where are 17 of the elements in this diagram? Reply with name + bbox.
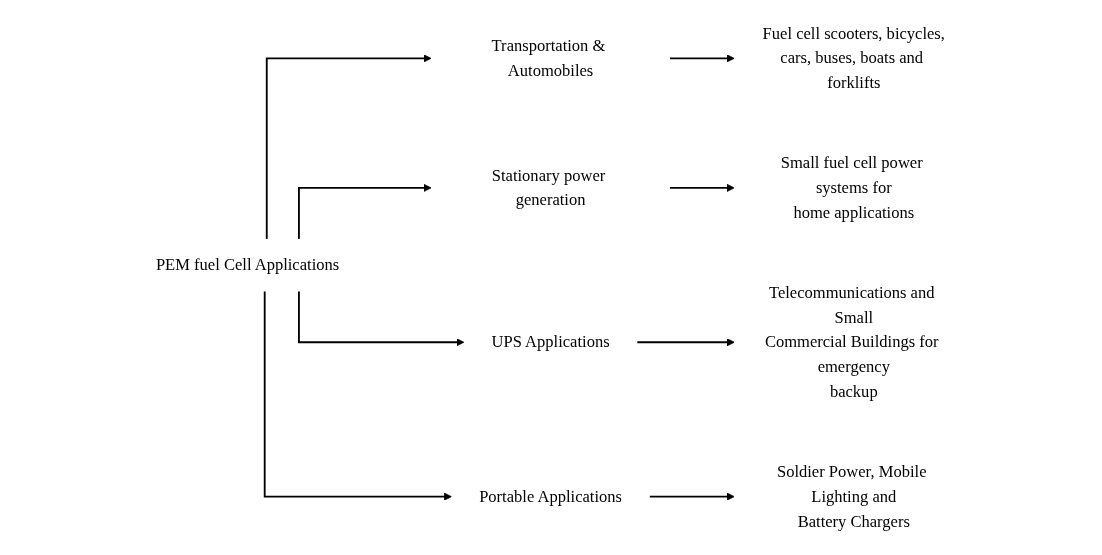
node-text: Stationary power generation [491, 165, 606, 210]
node-text: Soldier Power, Mobile Lighting and Battery Chargers [777, 462, 927, 531]
arrow [298, 290, 465, 347]
arrow [669, 183, 735, 192]
arrow [648, 492, 735, 501]
node-text: Small fuel cell power systems for home applications [780, 153, 923, 222]
arrow [636, 338, 735, 347]
node-text: Transportation & Automobiles [491, 36, 606, 80]
arrow [263, 290, 453, 501]
arrow [266, 54, 432, 240]
node-text: Fuel cell scooters, bicycles, cars, buses, boats and forklifts [762, 23, 946, 92]
node-text: Telecommunications and Small Commercial Buildings for emergency backup [765, 283, 939, 401]
node-text: Portable Applications [479, 486, 623, 506]
arrow [298, 183, 432, 240]
node-text: UPS Applications [491, 332, 610, 351]
arrow [669, 54, 735, 63]
node-text: PEM fuel Cell Applications [156, 255, 340, 274]
